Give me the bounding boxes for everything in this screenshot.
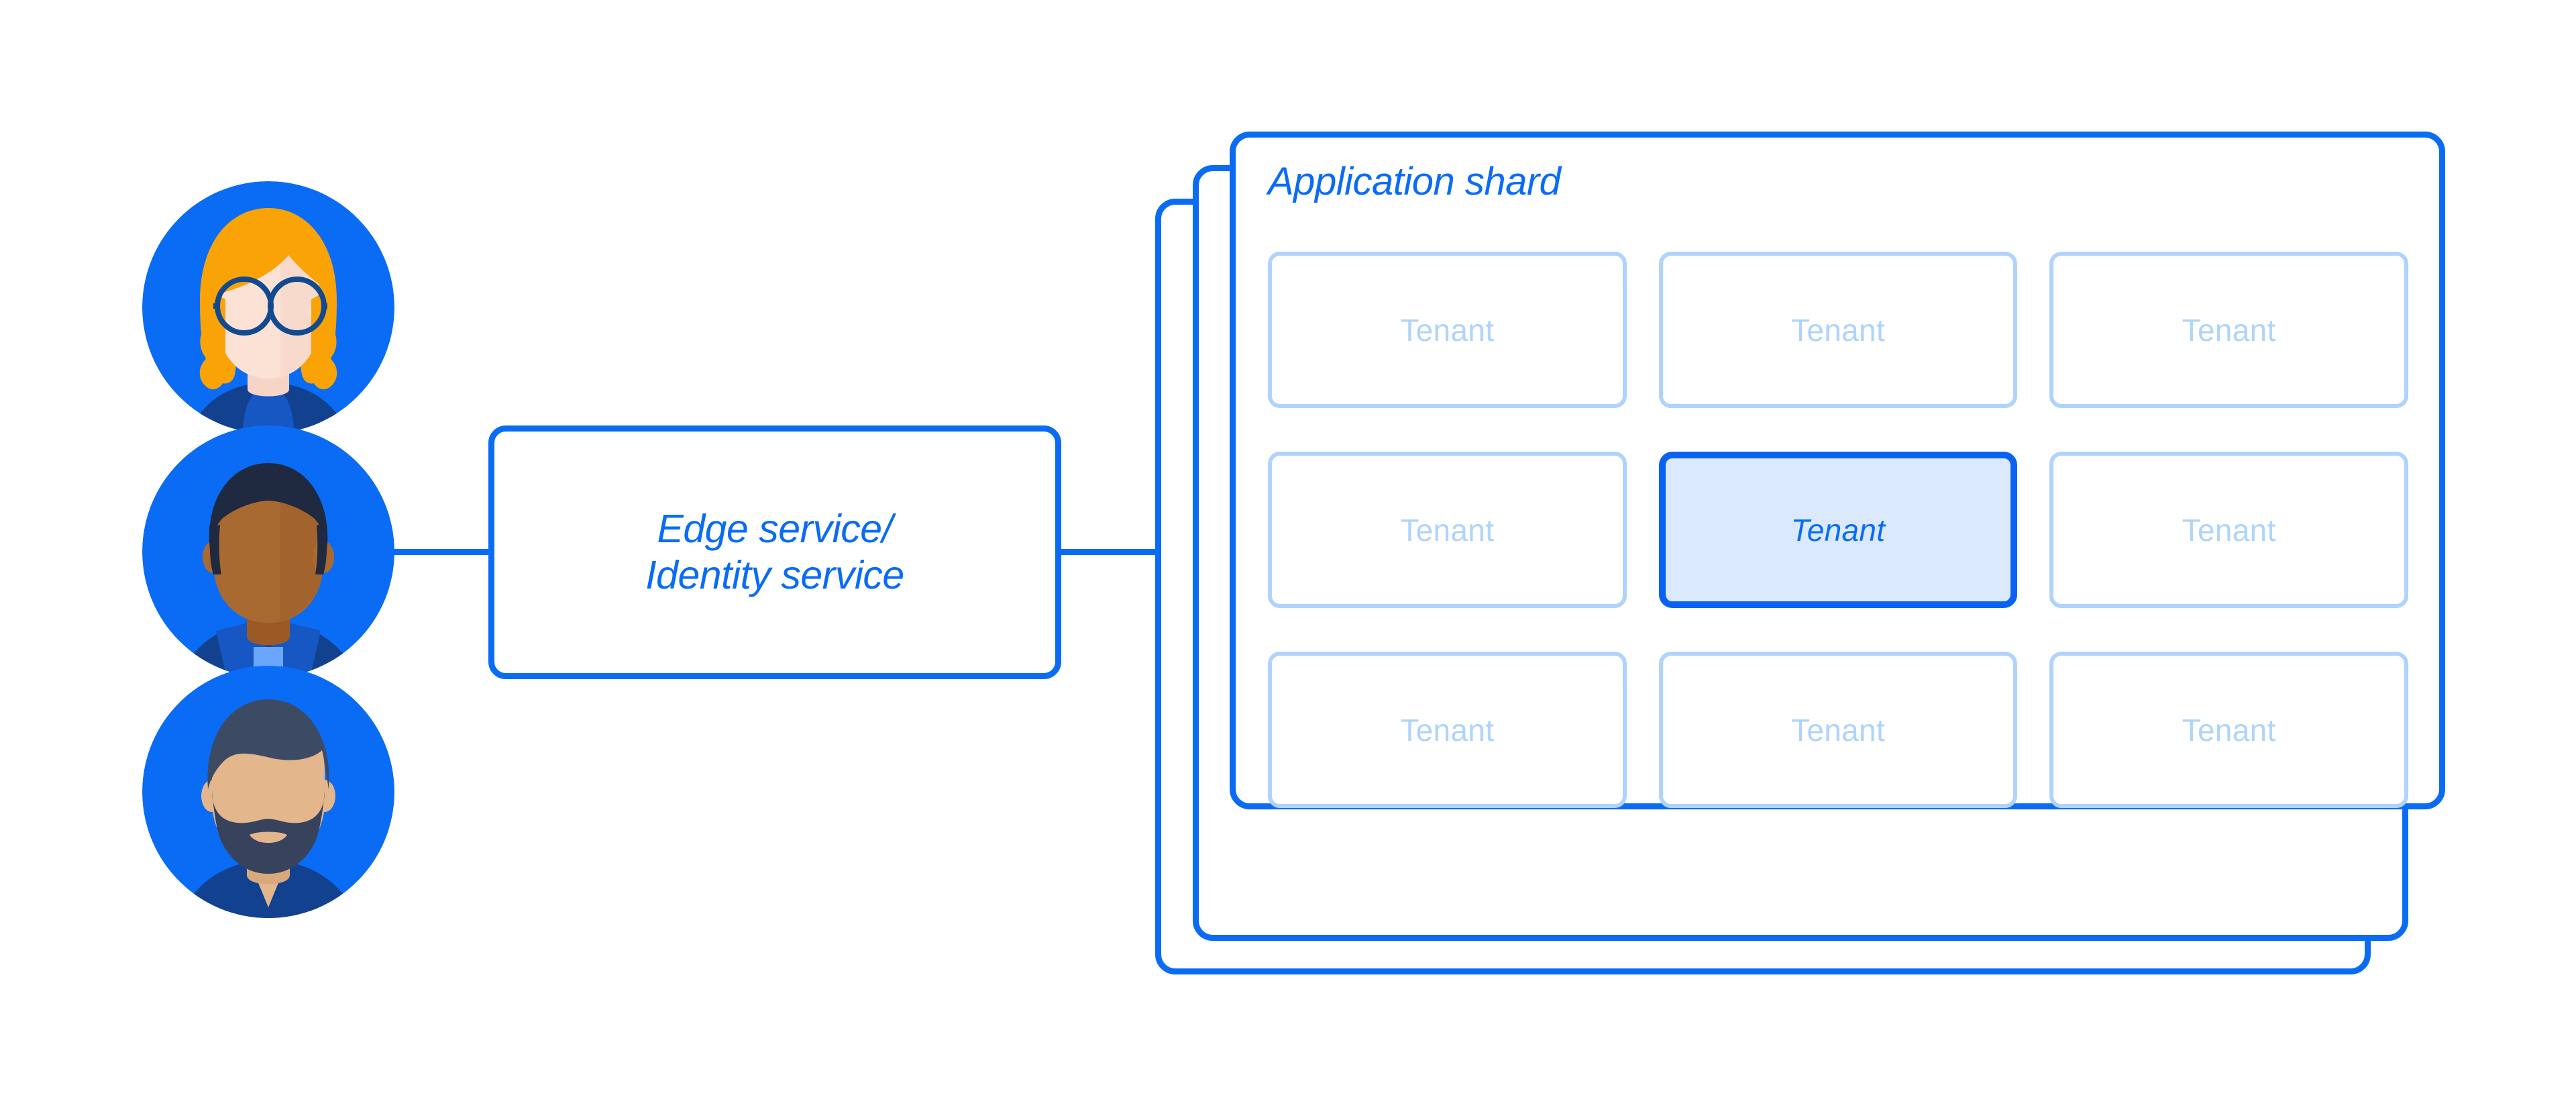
avatar-man-short-hair[interactable] [142, 425, 394, 678]
connector-edge-service-to-shards [1059, 549, 1158, 555]
tenant-cell[interactable]: Tenant [1658, 652, 2018, 808]
tenant-cell[interactable]: Tenant [2049, 652, 2408, 808]
avatar-man-short-hair-art [142, 425, 394, 678]
tenant-label: Tenant [1791, 712, 1885, 748]
avatar-woman-glasses-art [142, 181, 394, 434]
tenant-label: Tenant [2182, 512, 2276, 548]
avatar-man-beard[interactable] [142, 666, 394, 918]
avatar-woman-glasses[interactable] [142, 181, 394, 434]
tenant-cell[interactable]: Tenant [1268, 252, 1627, 408]
tenant-label: Tenant [1791, 312, 1885, 348]
edge-service-label: Edge service/ Identity service [645, 506, 904, 597]
tenant-cell-active[interactable]: Tenant [1658, 452, 2018, 608]
tenant-cell[interactable]: Tenant [1268, 652, 1627, 808]
tenant-cell[interactable]: Tenant [2049, 452, 2408, 608]
tenant-label: Tenant [1400, 312, 1495, 348]
tenant-label: Tenant [1790, 512, 1886, 548]
application-shard-card-front[interactable]: Application shard Tenant Tenant Tenant T… [1230, 132, 2445, 809]
edge-service-box[interactable]: Edge service/ Identity service [488, 425, 1061, 679]
tenant-label: Tenant [2182, 312, 2276, 348]
avatar-man-beard-art [142, 666, 394, 918]
tenant-cell[interactable]: Tenant [1658, 252, 2018, 408]
application-shard-title: Application shard [1268, 160, 1561, 203]
tenant-grid: Tenant Tenant Tenant Tenant Tenant Tenan… [1268, 252, 2408, 808]
tenant-label: Tenant [2182, 712, 2276, 748]
tenant-label: Tenant [1400, 712, 1495, 748]
connector-users-to-edge-service [376, 549, 491, 555]
tenant-cell[interactable]: Tenant [2049, 252, 2408, 408]
tenant-label: Tenant [1400, 512, 1495, 548]
tenant-cell[interactable]: Tenant [1268, 452, 1627, 608]
